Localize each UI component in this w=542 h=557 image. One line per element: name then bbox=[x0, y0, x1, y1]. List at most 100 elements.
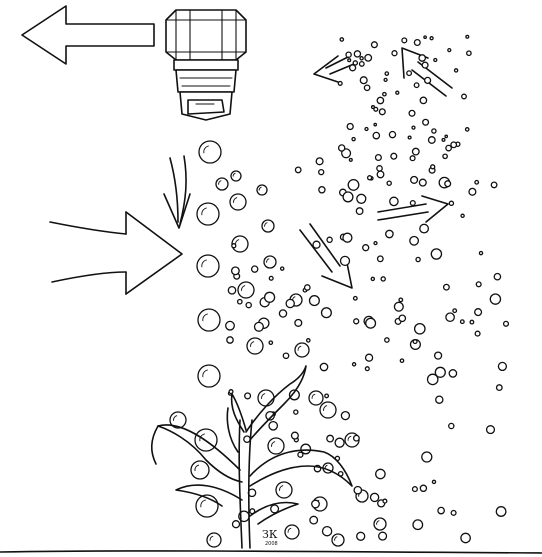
droplet-icon bbox=[429, 137, 436, 144]
droplet-icon bbox=[360, 77, 367, 84]
droplet-icon bbox=[487, 426, 495, 434]
droplet-icon bbox=[245, 393, 251, 399]
droplet-icon bbox=[449, 370, 456, 377]
droplet-icon bbox=[197, 255, 219, 277]
droplet-icon bbox=[391, 153, 397, 159]
droplet-icon bbox=[310, 296, 320, 306]
droplet-icon bbox=[431, 249, 441, 259]
droplet-icon bbox=[469, 188, 476, 195]
droplet-icon bbox=[310, 516, 318, 524]
droplet-icon bbox=[461, 533, 470, 542]
droplet-icon bbox=[407, 71, 412, 76]
droplet-icon bbox=[198, 365, 220, 387]
droplet-icon bbox=[467, 51, 471, 55]
wind-direction-arrow-icon bbox=[22, 6, 154, 64]
droplet-icon bbox=[381, 277, 385, 281]
droplet-icon bbox=[376, 469, 385, 478]
droplet-icon bbox=[504, 321, 509, 326]
droplet-icon bbox=[498, 362, 506, 370]
droplet-icon bbox=[419, 179, 426, 186]
droplet-icon bbox=[354, 51, 360, 57]
droplet-icon bbox=[348, 59, 351, 62]
droplet-icon bbox=[384, 78, 387, 81]
droplet-icon bbox=[348, 180, 359, 191]
droplet-icon bbox=[413, 487, 418, 492]
droplet-icon bbox=[416, 257, 420, 261]
droplet-icon bbox=[461, 320, 465, 324]
droplet-icon bbox=[394, 302, 403, 311]
droplet-icon bbox=[238, 282, 254, 298]
droplet-icon bbox=[410, 237, 419, 246]
droplet-icon bbox=[446, 145, 451, 150]
droplet-icon bbox=[462, 94, 467, 99]
droplet-icon bbox=[383, 93, 386, 96]
droplet-icon bbox=[335, 438, 344, 447]
droplet-icon bbox=[216, 178, 228, 190]
droplet-icon bbox=[246, 303, 251, 308]
droplet-icon bbox=[354, 487, 361, 494]
droplet-icon bbox=[268, 438, 284, 454]
droplet-icon bbox=[286, 299, 294, 307]
droplet-icon bbox=[444, 284, 450, 290]
droplet-icon bbox=[325, 394, 329, 398]
droplet-icon bbox=[385, 338, 389, 342]
droplet-icon bbox=[443, 154, 447, 158]
droplet-icon bbox=[387, 181, 391, 185]
droplet-icon bbox=[309, 391, 323, 405]
droplet-icon bbox=[399, 298, 403, 302]
droplet-icon bbox=[323, 527, 332, 536]
droplet-icon bbox=[479, 252, 482, 255]
droplet-icon bbox=[343, 233, 352, 242]
droplet-icon bbox=[229, 390, 233, 394]
droplet-icon bbox=[491, 182, 497, 188]
droplet-icon bbox=[313, 241, 320, 248]
droplet-icon bbox=[255, 322, 264, 331]
droplet-icon bbox=[377, 166, 382, 171]
droplet-icon bbox=[435, 352, 442, 359]
droplet-icon bbox=[371, 493, 379, 501]
droplet-icon bbox=[432, 129, 436, 133]
droplet-icon bbox=[385, 72, 388, 75]
droplet-icon bbox=[364, 85, 369, 90]
drift-arrow-icon bbox=[300, 48, 452, 288]
droplet-icon bbox=[307, 339, 310, 342]
droplet-icon bbox=[347, 124, 353, 130]
droplet-icon bbox=[379, 109, 385, 115]
droplet-icon bbox=[368, 176, 372, 180]
droplet-icon bbox=[227, 337, 233, 343]
droplet-icon bbox=[305, 285, 310, 290]
droplet-icon bbox=[374, 518, 386, 530]
droplet-icon bbox=[265, 292, 275, 302]
droplet-icon bbox=[341, 412, 349, 420]
droplet-icon bbox=[295, 320, 302, 327]
droplet-icon bbox=[374, 123, 376, 125]
droplet-icon bbox=[365, 128, 368, 131]
droplet-icon bbox=[414, 40, 420, 46]
droplet-icon bbox=[414, 83, 419, 88]
droplet-icon bbox=[226, 321, 235, 330]
droplet-icon bbox=[295, 343, 309, 357]
artist-signature: ЗК 2008 bbox=[262, 528, 278, 547]
droplet-icon bbox=[197, 203, 219, 225]
droplet-icon bbox=[322, 308, 332, 318]
droplet-icon bbox=[435, 367, 445, 377]
droplet-icon bbox=[316, 158, 323, 165]
droplet-icon bbox=[269, 276, 273, 280]
droplet-icon bbox=[353, 363, 356, 366]
droplet-icon bbox=[352, 138, 355, 141]
droplet-icon bbox=[363, 245, 369, 251]
droplet-icon bbox=[191, 461, 209, 479]
droplet-icon bbox=[455, 69, 458, 72]
droplet-icon bbox=[366, 318, 376, 328]
droplet-icon bbox=[409, 110, 415, 116]
droplet-icon bbox=[475, 181, 479, 185]
droplet-icon bbox=[496, 507, 506, 517]
droplet-icon bbox=[319, 187, 325, 193]
droplet-icon bbox=[247, 338, 263, 354]
droplet-icon bbox=[373, 132, 379, 138]
droplet-icon bbox=[230, 194, 246, 210]
droplet-icon bbox=[379, 532, 387, 540]
droplet-icon bbox=[269, 422, 277, 430]
droplet-icon bbox=[449, 423, 454, 428]
